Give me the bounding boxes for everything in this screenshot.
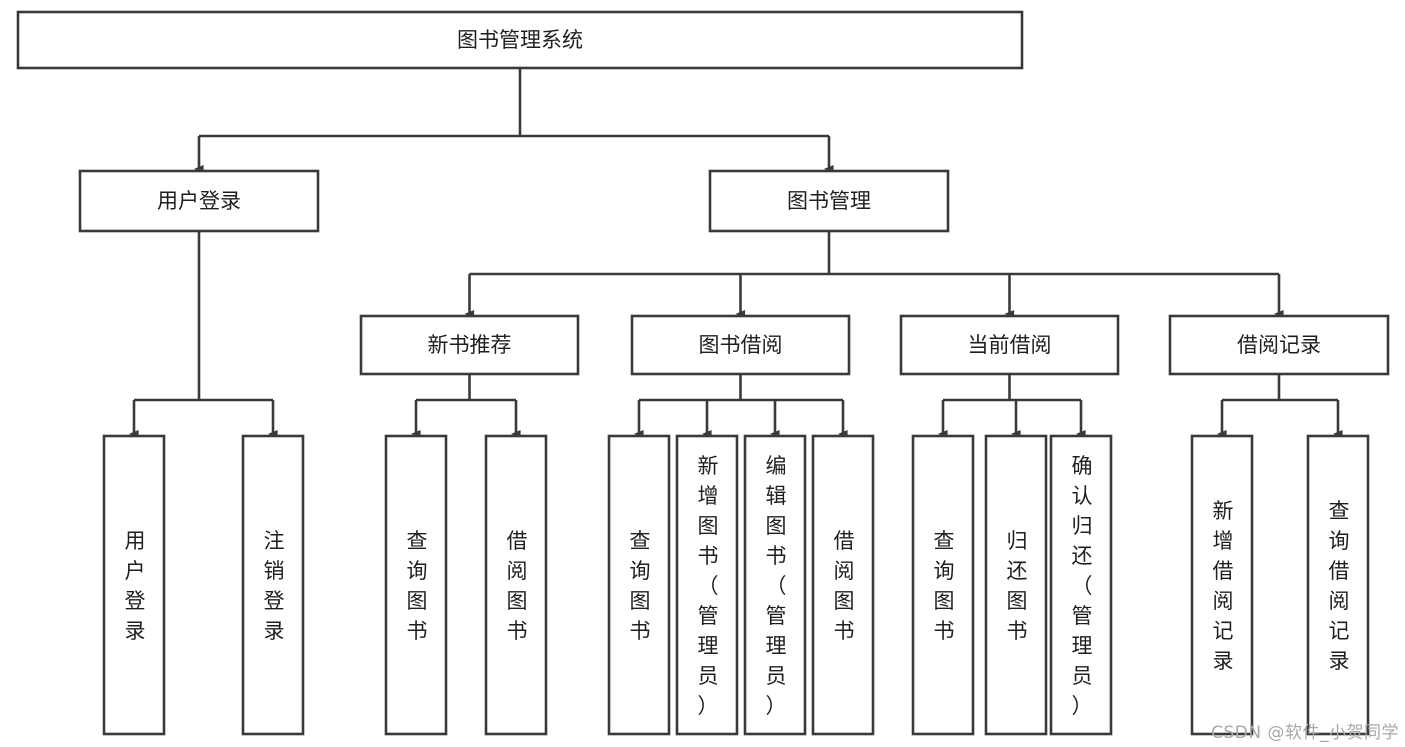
node-label-leaf-borrow-book: 借阅图书 xyxy=(834,529,855,643)
node-leaf-query-book-current[interactable]: 查询图书 xyxy=(911,434,975,736)
node-rect-leaf-confirm-return-admin xyxy=(1049,434,1113,736)
node-leaf-query-book-recommend[interactable]: 查询图书 xyxy=(384,434,448,736)
node-rect-leaf-return-book xyxy=(984,434,1048,736)
node-book-management[interactable]: 图书管理 xyxy=(708,169,950,233)
connector-edges xyxy=(129,68,1343,438)
node-label-leaf-query-borrow-record: 查询借阅记录 xyxy=(1329,499,1350,673)
node-label-leaf-add-book-admin: 新增图书（管理员） xyxy=(698,454,719,718)
node-leaf-add-book-admin[interactable]: 新增图书（管理员） xyxy=(675,434,739,736)
node-rect-leaf-add-book-admin xyxy=(675,434,739,736)
node-rect-current-borrow xyxy=(899,314,1120,376)
node-rect-leaf-borrow-book xyxy=(811,434,875,736)
node-leaf-user-login[interactable]: 用户登录 xyxy=(102,434,166,736)
node-label-leaf-add-borrow-record: 新增借阅记录 xyxy=(1213,499,1234,673)
node-rect-leaf-query-book-recommend xyxy=(384,434,448,736)
node-label-root: 图书管理系统 xyxy=(457,28,583,52)
node-label-leaf-return-book: 归还图书 xyxy=(1007,529,1028,643)
node-rect-leaf-query-borrow-record xyxy=(1306,434,1370,736)
node-leaf-edit-book-admin[interactable]: 编辑图书（管理员） xyxy=(743,434,807,736)
csdn-watermark: CSDN @软件_小贺同学 xyxy=(1211,723,1399,743)
node-label-leaf-logout: 注销登录 xyxy=(264,529,285,643)
edges-from-new-book-recommend xyxy=(411,374,521,438)
node-rect-leaf-edit-book-admin xyxy=(743,434,807,736)
node-leaf-query-borrow-record[interactable]: 查询借阅记录 xyxy=(1306,434,1370,736)
node-leaf-logout[interactable]: 注销登录 xyxy=(241,434,305,736)
node-label-book-borrow: 图书借阅 xyxy=(699,333,783,357)
node-label-leaf-query-book-current: 查询图书 xyxy=(934,529,955,643)
node-leaf-add-borrow-record[interactable]: 新增借阅记录 xyxy=(1190,434,1254,736)
node-rect-user-login xyxy=(78,169,320,233)
node-rect-borrow-record xyxy=(1168,314,1390,376)
node-rect-leaf-query-book-borrow xyxy=(607,434,671,736)
node-label-new-book-recommend: 新书推荐 xyxy=(428,333,512,357)
node-rect-leaf-user-login xyxy=(102,434,166,736)
node-leaf-return-book[interactable]: 归还图书 xyxy=(984,434,1048,736)
node-label-leaf-edit-book-admin: 编辑图书（管理员） xyxy=(766,454,787,718)
node-book-borrow[interactable]: 图书借阅 xyxy=(630,314,851,376)
edges-from-current-borrow xyxy=(938,374,1086,438)
edges-from-book-borrow xyxy=(634,374,848,438)
node-rect-root xyxy=(16,10,1024,70)
node-label-borrow-record: 借阅记录 xyxy=(1237,333,1321,357)
node-label-current-borrow: 当前借阅 xyxy=(968,333,1052,357)
node-leaf-borrow-book[interactable]: 借阅图书 xyxy=(811,434,875,736)
node-root[interactable]: 图书管理系统 xyxy=(16,10,1024,70)
node-borrow-record[interactable]: 借阅记录 xyxy=(1168,314,1390,376)
node-user-login[interactable]: 用户登录 xyxy=(78,169,320,233)
node-current-borrow[interactable]: 当前借阅 xyxy=(899,314,1120,376)
node-rect-leaf-add-borrow-record xyxy=(1190,434,1254,736)
node-leaf-confirm-return-admin[interactable]: 确认归还（管理员） xyxy=(1049,434,1113,736)
node-boxes: 图书管理系统用户登录图书管理新书推荐图书借阅当前借阅借阅记录用户登录注销登录查询… xyxy=(16,10,1390,736)
node-rect-leaf-borrow-book-recommend xyxy=(484,434,548,736)
node-rect-new-book-recommend xyxy=(359,314,580,376)
edges-from-borrow-record xyxy=(1217,374,1343,438)
edges-from-book-management xyxy=(464,231,1284,318)
node-label-leaf-borrow-book-recommend: 借阅图书 xyxy=(507,529,528,643)
node-label-book-management: 图书管理 xyxy=(787,189,871,213)
node-label-leaf-user-login: 用户登录 xyxy=(125,529,146,643)
node-rect-book-borrow xyxy=(630,314,851,376)
node-leaf-query-book-borrow[interactable]: 查询图书 xyxy=(607,434,671,736)
node-label-leaf-query-book-recommend: 查询图书 xyxy=(407,529,428,643)
node-new-book-recommend[interactable]: 新书推荐 xyxy=(359,314,580,376)
node-rect-leaf-query-book-current xyxy=(911,434,975,736)
node-label-leaf-confirm-return-admin: 确认归还（管理员） xyxy=(1072,454,1093,718)
node-rect-leaf-logout xyxy=(241,434,305,736)
node-rect-book-management xyxy=(708,169,950,233)
node-label-user-login: 用户登录 xyxy=(157,189,241,213)
edges-from-root xyxy=(194,68,834,173)
node-leaf-borrow-book-recommend[interactable]: 借阅图书 xyxy=(484,434,548,736)
node-label-leaf-query-book-borrow: 查询图书 xyxy=(630,529,651,643)
edges-from-user-login xyxy=(129,231,278,438)
